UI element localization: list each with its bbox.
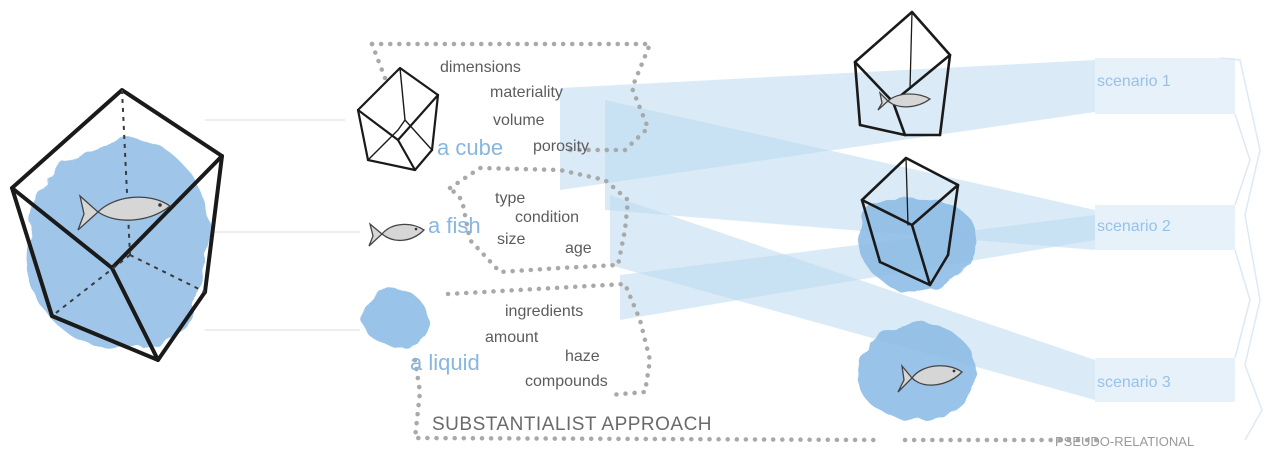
cube-bracket	[369, 41, 654, 153]
fish-bracket	[446, 165, 631, 275]
attr-haze: haze	[565, 348, 600, 365]
liquid-icon	[361, 288, 431, 348]
attr-porosity: porosity	[533, 138, 589, 155]
scenario-3-illustration	[857, 321, 977, 421]
liquid-label: a liquid	[410, 350, 480, 375]
attr-age: age	[565, 240, 592, 257]
right-edge-chevrons	[1219, 57, 1263, 441]
scenario-2-label: scenario 2	[1097, 218, 1171, 235]
scenario-1-fish-icon	[877, 91, 932, 111]
attr-size: size	[497, 231, 526, 248]
cube-icon	[356, 66, 440, 172]
composite-fish-icon	[77, 194, 172, 231]
attr-ingredients: ingredients	[505, 303, 583, 320]
attr-volume: volume	[493, 112, 545, 129]
connector-lines	[205, 119, 360, 331]
attr-condition: condition	[515, 209, 579, 226]
fish-icon	[368, 222, 426, 247]
approach-title: SUBSTANTIALIST APPROACH	[432, 414, 712, 435]
composite-water-blob	[28, 138, 211, 350]
scenario-3-label: scenario 3	[1097, 374, 1171, 391]
attr-dimensions: dimensions	[440, 59, 521, 76]
pseudo-relational-label: PSEUDO-RELATIONAL	[1055, 434, 1194, 449]
approach-bracket	[412, 357, 883, 443]
scenario-3-fish-icon	[897, 363, 964, 393]
composite-aquarium	[10, 88, 224, 362]
projection-beams	[560, 58, 1235, 402]
attr-compounds: compounds	[525, 373, 608, 390]
cube-label: a cube	[437, 135, 503, 160]
substantialist-dotted-frame	[369, 41, 1103, 443]
scenario-1-label: scenario 1	[1097, 73, 1171, 90]
scenario-2-illustration	[857, 156, 977, 292]
attr-amount: amount	[485, 329, 539, 346]
attr-materiality: materiality	[490, 84, 563, 101]
fish-label: a fish	[428, 213, 481, 238]
scenario-1-illustration	[853, 10, 952, 137]
liquid-bracket	[445, 281, 653, 398]
attr-type: type	[495, 190, 525, 207]
